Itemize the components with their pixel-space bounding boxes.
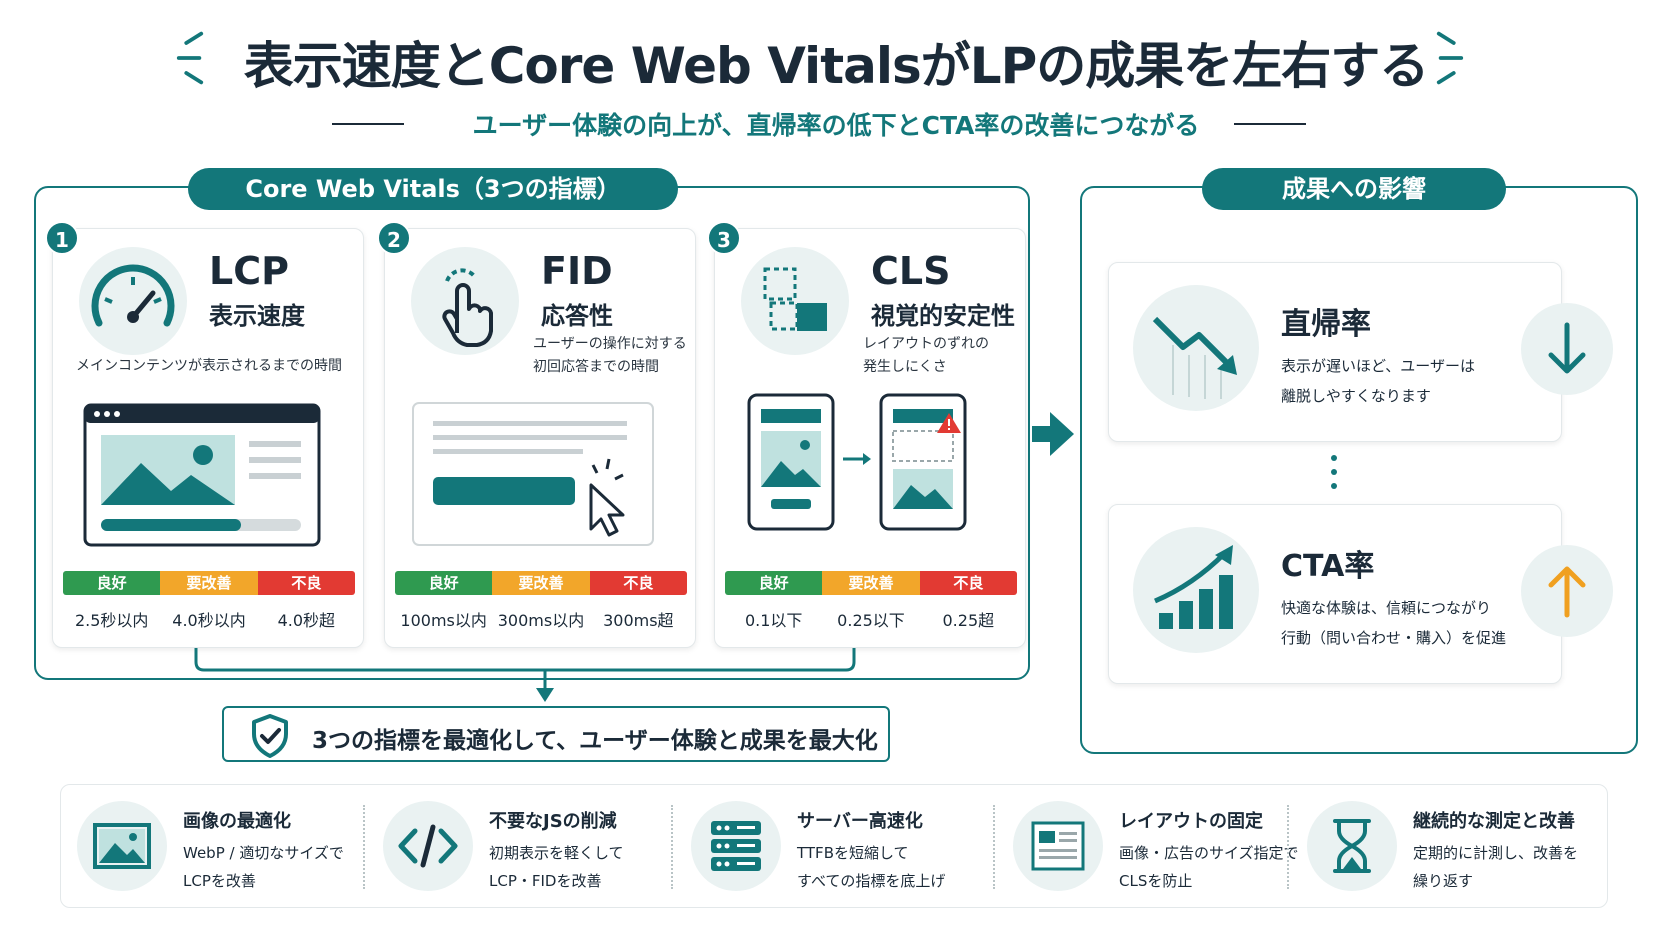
rating-scale: 良好 要改善 不良 xyxy=(395,571,687,595)
optimization-tips-strip: 画像の最適化 WebP / 適切なサイズで LCPを改善 不要なJSの削減 初期… xyxy=(60,784,1608,908)
arrow-up-icon xyxy=(1521,545,1613,637)
threshold-needs-improvement: 0.25以下 xyxy=(837,611,905,630)
metric-card-fid: 2 FID 応答性 ユーザーの操作に対する 初回応答までの時間 良好 要改善 不… xyxy=(377,221,696,648)
impact-label: 成果への影響 xyxy=(1202,168,1506,210)
impact-card-cta-rate: CTA率 快適な体験は、信頼につながり 行動（問い合わせ・購入）を促進 xyxy=(1108,504,1613,684)
conclusion-text: 3つの指標を最適化して、ユーザー体験と成果を最大化 xyxy=(312,728,878,754)
layout-icon xyxy=(1013,801,1103,891)
rating-good: 良好 xyxy=(395,571,493,595)
flow-arrow-icon xyxy=(1032,412,1074,456)
metric-card-cls: 3 CLS 視覚的安定性 レイアウトのずれの 発生しにくさ 良好 要改善 不良 xyxy=(707,221,1026,648)
tip-title: レイアウトの固定 xyxy=(1119,811,1263,832)
impact-description: 快適な体験は、信頼につながり 行動（問い合わせ・購入）を促進 xyxy=(1281,599,1507,647)
metric-number: 3 xyxy=(707,221,741,255)
conclusion-box: 3つの指標を最適化して、ユーザー体験と成果を最大化 xyxy=(222,706,890,762)
rating-needs-improvement: 要改善 xyxy=(822,571,920,595)
metric-name: 応答性 xyxy=(541,302,613,330)
rating-poor: 不良 xyxy=(589,571,687,595)
server-icon xyxy=(691,801,781,891)
impact-title: CTA率 xyxy=(1281,549,1375,584)
trend-up-chart-icon xyxy=(1133,527,1259,653)
trend-down-chart-icon xyxy=(1133,285,1259,411)
threshold-poor: 300ms超 xyxy=(603,611,674,630)
metric-abbr: CLS xyxy=(871,249,951,293)
tip-title: 画像の最適化 xyxy=(183,811,291,832)
tap-hand-icon xyxy=(411,247,519,355)
impact-title: 直帰率 xyxy=(1281,307,1371,342)
code-icon xyxy=(383,801,473,891)
tip-fixed-layout: レイアウトの固定 画像・広告のサイズ指定で CLSを防止 xyxy=(997,785,1299,909)
tip-title: サーバー高速化 xyxy=(797,811,923,832)
subtitle-right-rule xyxy=(1234,123,1306,125)
tip-separator xyxy=(1287,805,1289,889)
subtitle-left-rule xyxy=(332,123,404,125)
threshold-good: 100ms以内 xyxy=(400,611,487,630)
impact-description: 表示が遅いほど、ユーザーは 離脱しやすくなります xyxy=(1281,357,1475,405)
metric-abbr: LCP xyxy=(209,249,289,293)
tip-image-optimization: 画像の最適化 WebP / 適切なサイズで LCPを改善 xyxy=(61,785,361,909)
threshold-needs-improvement: 4.0秒以内 xyxy=(172,611,246,630)
tip-title: 不要なJSの削減 xyxy=(489,811,617,832)
rating-poor: 不良 xyxy=(919,571,1017,595)
tip-continuous-improvement: 継続的な測定と改善 定期的に計測し、改善を 繰り返す xyxy=(1291,785,1607,909)
rating-needs-improvement: 要改善 xyxy=(492,571,590,595)
rating-good: 良好 xyxy=(725,571,823,595)
threshold-poor: 4.0秒超 xyxy=(277,611,336,630)
metric-card-lcp: 1 LCP 表示速度 メインコンテンツが表示されるまでの時間 良好 要改善 不良… xyxy=(45,221,364,648)
metric-number: 1 xyxy=(45,221,79,255)
metric-number: 2 xyxy=(377,221,411,255)
tip-separator xyxy=(993,805,995,889)
tip-description: WebP / 適切なサイズで LCPを改善 xyxy=(183,844,344,890)
rating-poor: 不良 xyxy=(257,571,355,595)
layout-shift-icon xyxy=(741,247,849,355)
metric-description: ユーザーの操作に対する 初回応答までの時間 xyxy=(533,336,687,375)
image-icon xyxy=(77,801,167,891)
hourglass-icon xyxy=(1307,801,1397,891)
metric-description: レイアウトのずれの 発生しにくさ xyxy=(863,336,989,375)
metric-name: 表示速度 xyxy=(209,302,305,330)
tip-description: 定期的に計測し、改善を 繰り返す xyxy=(1413,844,1579,890)
metric-description: メインコンテンツが表示されるまでの時間 xyxy=(76,358,342,374)
rating-thresholds: 0.1以下 0.25以下 0.25超 xyxy=(725,607,1017,631)
threshold-good: 0.1以下 xyxy=(744,611,803,630)
shield-check-icon xyxy=(252,714,288,758)
rating-scale: 良好 要改善 不良 xyxy=(725,571,1017,595)
rating-thresholds: 100ms以内 300ms以内 300ms超 xyxy=(395,607,687,631)
vertical-dots-icon xyxy=(1331,455,1337,489)
page-subtitle: ユーザー体験の向上が、直帰率の低下とCTA率の改善につながる xyxy=(472,111,1200,140)
right-burst-icon xyxy=(1436,31,1464,85)
arrow-down-icon xyxy=(1521,303,1613,395)
left-burst-icon xyxy=(176,31,204,85)
browser-illustration xyxy=(83,403,321,547)
tip-description: 初期表示を軽くして LCP・FIDを改善 xyxy=(489,844,624,890)
tip-description: 画像・広告のサイズ指定で CLSを防止 xyxy=(1119,844,1299,890)
speedometer-icon xyxy=(79,247,187,355)
tip-separator xyxy=(363,805,365,889)
merge-bracket xyxy=(194,648,856,702)
tip-reduce-js: 不要なJSの削減 初期表示を軽くして LCP・FIDを改善 xyxy=(367,785,667,909)
tip-server-speedup: サーバー高速化 TTFBを短縮して すべての指標を底上げ xyxy=(675,785,975,909)
page-title: 表示速度とCore Web VitalsがLPの成果を左右する xyxy=(243,37,1430,95)
core-web-vitals-label: Core Web Vitals（3つの指標） xyxy=(188,168,678,210)
metric-abbr: FID xyxy=(541,249,613,293)
tip-separator xyxy=(671,805,673,889)
rating-needs-improvement: 要改善 xyxy=(160,571,258,595)
metric-name: 視覚的安定性 xyxy=(871,302,1015,330)
tip-description: TTFBを短縮して すべての指標を底上げ xyxy=(797,844,946,890)
impact-card-bounce-rate: 直帰率 表示が遅いほど、ユーザーは 離脱しやすくなります xyxy=(1108,262,1613,442)
threshold-good: 2.5秒以内 xyxy=(74,611,149,630)
threshold-poor: 0.25超 xyxy=(942,611,995,630)
rating-good: 良好 xyxy=(63,571,161,595)
layout-shift-illustration xyxy=(747,393,967,531)
tip-title: 継続的な測定と改善 xyxy=(1413,811,1575,832)
rating-thresholds: 2.5秒以内 4.0秒以内 4.0秒超 xyxy=(63,607,355,631)
rating-scale: 良好 要改善 不良 xyxy=(63,571,355,595)
threshold-needs-improvement: 300ms以内 xyxy=(497,611,585,630)
button-click-illustration xyxy=(412,402,654,546)
